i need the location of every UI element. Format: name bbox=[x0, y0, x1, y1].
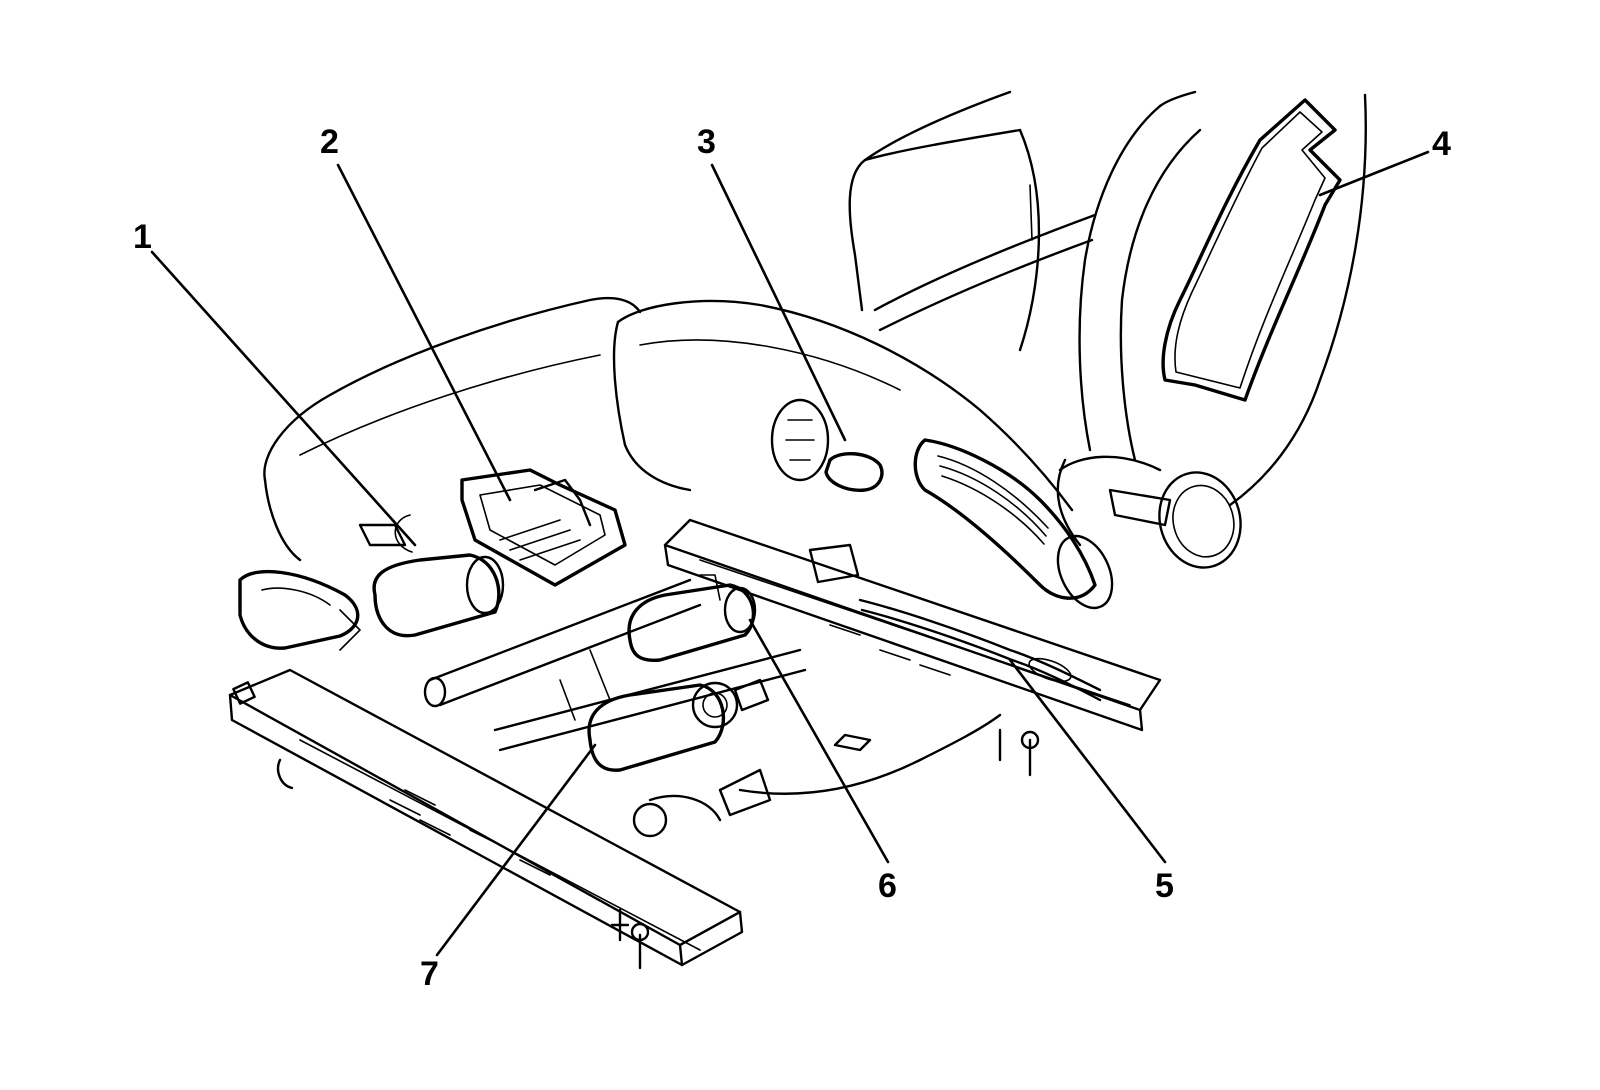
callout-4: 4 bbox=[1432, 125, 1451, 163]
under-seat-mechanism bbox=[339, 468, 1102, 838]
callout-labels: 1 2 3 4 5 6 7 bbox=[133, 123, 1451, 993]
callout-2: 2 bbox=[320, 123, 339, 161]
leader-line-3 bbox=[710, 163, 847, 442]
callout-3: 3 bbox=[697, 123, 716, 161]
leader-line-2 bbox=[336, 163, 512, 502]
seat-back bbox=[848, 90, 1367, 569]
callout-6: 6 bbox=[878, 867, 897, 905]
leader-lines bbox=[150, 150, 1430, 957]
leader-line-4 bbox=[1318, 150, 1430, 197]
leader-line-5 bbox=[1008, 658, 1167, 864]
callout-7: 7 bbox=[420, 955, 439, 993]
seat-rails bbox=[228, 518, 1162, 970]
leader-line-1 bbox=[150, 250, 417, 547]
leader-line-7 bbox=[435, 743, 597, 957]
seat-cushion bbox=[263, 296, 1114, 610]
callout-1: 1 bbox=[133, 218, 152, 256]
callout-5: 5 bbox=[1155, 867, 1174, 905]
leader-line-6 bbox=[748, 618, 890, 864]
